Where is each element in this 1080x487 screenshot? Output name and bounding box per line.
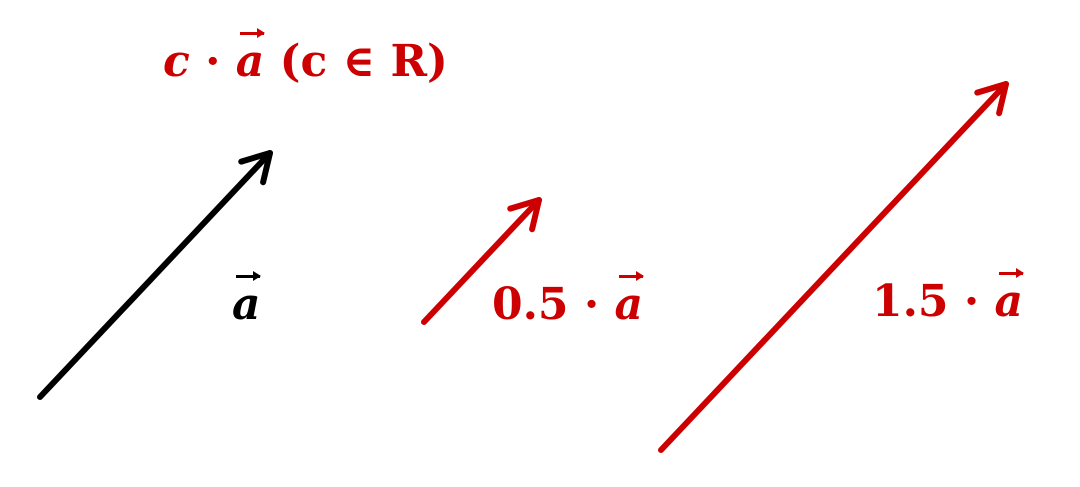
vector-half-a [421,197,542,325]
label-half-coefficient: 0.5 [492,279,569,330]
arrowhead-icon [238,150,273,186]
label-onehalf-dot: · [963,276,980,327]
label-a-vector-symbol: a [232,271,261,330]
label-onehalf-coefficient: 1.5 [872,276,949,327]
vector-shaft-a [37,150,273,400]
arrowhead-icon [507,197,542,233]
label-vector-a: a [232,271,261,330]
vector-shaft-one-and-half-a [658,81,1009,453]
arrowhead-icon [974,81,1009,117]
vector-a [37,150,273,400]
vector-one-and-half-a [658,81,1009,453]
label-half-vector-symbol: a [614,271,644,330]
label-half-a: 0.5 · a [492,271,644,330]
title-condition: (c ∈ R) [279,36,448,87]
title-formula: c · a (c ∈ R) [163,28,448,87]
label-onehalf-vector-symbol: a [994,268,1024,327]
label-half-dot: · [583,279,600,330]
vector-shaft-half-a [421,197,542,325]
title-scalar: c [163,36,190,87]
title-vector-symbol: a [235,28,265,87]
title-dot: · [205,36,221,87]
label-one-and-half-a: 1.5 · a [872,268,1024,327]
